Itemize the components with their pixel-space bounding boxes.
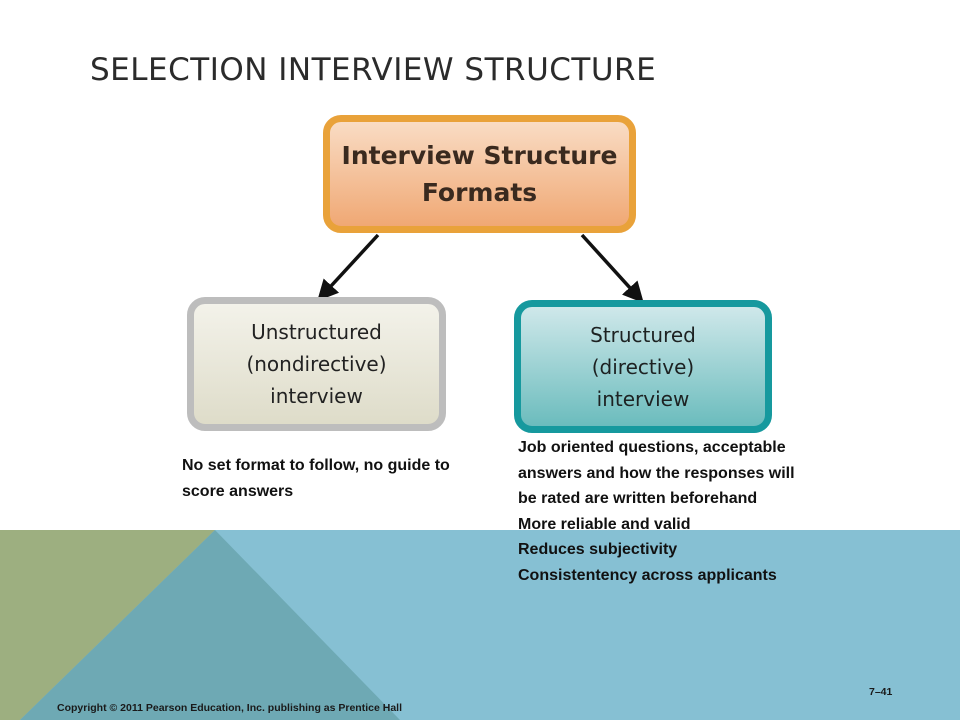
right-box-label: Structured (directive) interview xyxy=(590,322,696,411)
unstructured-interview-box: Unstructured (nondirective) interview xyxy=(187,297,446,431)
arrow-to-structured xyxy=(580,233,644,304)
structured-interview-box: Structured (directive) interview xyxy=(514,300,772,433)
band-green xyxy=(0,530,215,720)
copyright-text: Copyright © 2011 Pearson Education, Inc.… xyxy=(57,702,402,714)
structured-note-item: Job oriented questions, acceptable answe… xyxy=(518,439,795,508)
unstructured-note: No set format to follow, no guide to sco… xyxy=(182,457,450,500)
structured-note-item: More reliable and valid xyxy=(518,515,691,533)
top-box-label: Interview Structure Formats xyxy=(341,141,618,207)
structured-notes: Job oriented questions, acceptable answe… xyxy=(518,435,808,589)
arrow-to-unstructured xyxy=(317,233,380,302)
slide-title: SELECTION INTERVIEW STRUCTURE xyxy=(90,52,657,88)
structured-note-item: Reduces subjectivity xyxy=(518,541,678,559)
left-box-label: Unstructured (nondirective) interview xyxy=(246,320,387,408)
structured-note-item: Consistentency across applicants xyxy=(518,566,777,584)
page-number: 7–41 xyxy=(869,686,893,698)
interview-structure-formats-box: Interview Structure Formats xyxy=(323,115,636,233)
band-teal xyxy=(20,530,400,720)
